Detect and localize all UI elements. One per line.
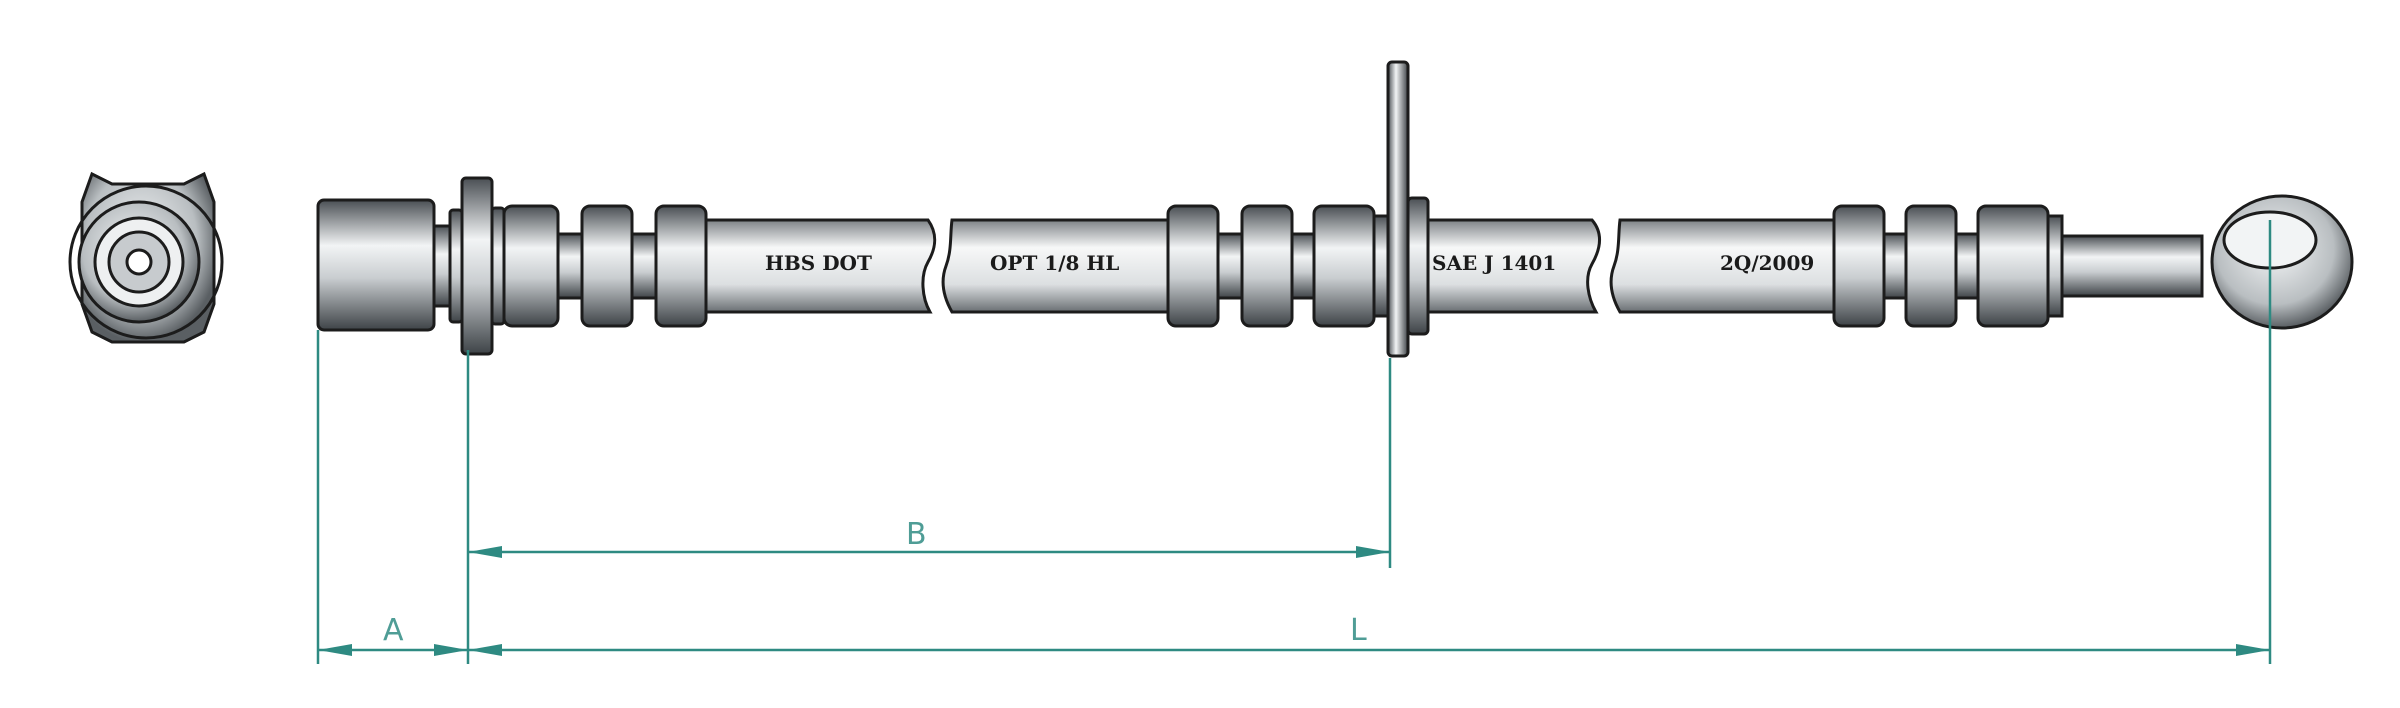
hose-section-1 bbox=[704, 218, 937, 314]
banjo-tube bbox=[2060, 234, 2204, 298]
dimension-label-b: B bbox=[906, 517, 927, 552]
hose-marking-text: OPT 1/8 HL bbox=[990, 251, 1119, 275]
hose-section-4 bbox=[1609, 218, 1836, 314]
hose-markings: HBS DOT OPT 1/8 HL SAE J 1401 2Q/2009 bbox=[765, 251, 1814, 275]
brake-hose-assembly bbox=[316, 60, 2354, 358]
fitting-end-view bbox=[68, 171, 224, 344]
dimension-arrows bbox=[318, 546, 2270, 656]
mounting-bracket bbox=[1386, 60, 1410, 358]
dimension-label-l: L bbox=[1350, 613, 1367, 648]
hose-section-3 bbox=[1426, 218, 1601, 314]
hose-section-2 bbox=[941, 218, 1170, 314]
hose-marking-text: SAE J 1401 bbox=[1432, 251, 1556, 275]
dimension-label-a: A bbox=[383, 613, 404, 648]
left-fitting-body bbox=[316, 198, 436, 332]
hose-marking-text: 2Q/2009 bbox=[1720, 251, 1814, 275]
hex-nut bbox=[460, 176, 494, 356]
hose-marking-text: HBS DOT bbox=[765, 251, 872, 275]
